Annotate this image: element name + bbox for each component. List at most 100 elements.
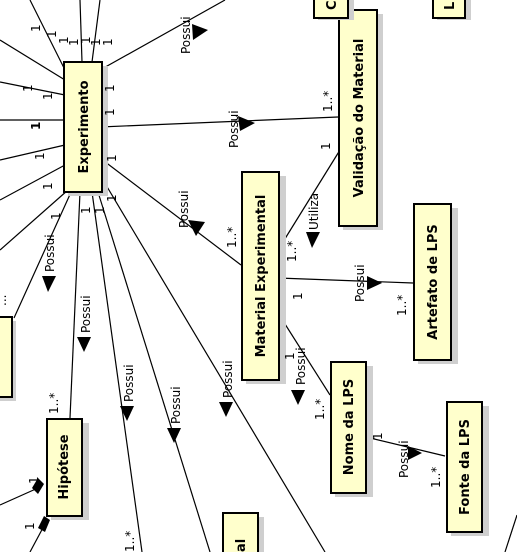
- edge-exp-up-1: [79, 0, 83, 63]
- mult-many-validacao: 1..*: [321, 91, 335, 112]
- label-possui-exp-left: Possui: [43, 234, 57, 272]
- arrow-icon: [367, 276, 382, 290]
- class-hipotese-label: Hipótese: [57, 434, 72, 499]
- edge-exp-left-6: [0, 164, 66, 201]
- mult-1-validacao: 1: [319, 142, 333, 150]
- label-possui-exp-topright: Possui: [179, 16, 193, 54]
- mult-1: 1: [29, 24, 43, 32]
- mult-1: 1: [45, 30, 59, 38]
- edge-exp-bottom-3: [99, 174, 326, 552]
- edge-exp-left-class: [13, 189, 73, 319]
- label-possui-nome-fonte: Possui: [397, 440, 411, 478]
- composition-diamond-1: [32, 478, 44, 494]
- edge-exp-left-2: [0, 39, 66, 81]
- arrow-icon: [188, 220, 205, 236]
- multiplicities: 1 1 1 1 1 1 1 1 1 1 1 1 1 1 1 1 1 1 1 1.…: [0, 24, 443, 552]
- mult-1: 1: [103, 108, 117, 116]
- class-artefato-lps[interactable]: Artefato de LPS: [413, 203, 458, 364]
- class-fonte-lps[interactable]: Fonte da LPS: [446, 401, 489, 536]
- class-partial-top-c[interactable]: C: [313, 0, 354, 20]
- arrow-icon: [408, 446, 422, 460]
- edge-exp-bottom-1: [91, 191, 143, 552]
- edge-exp-bottom-2: [97, 191, 211, 552]
- class-partial-bottom[interactable]: al: [222, 512, 264, 552]
- class-validacao-material[interactable]: Validação do Material: [338, 9, 383, 230]
- mult-1: 1: [79, 36, 93, 44]
- mult-1: 1: [41, 182, 55, 190]
- mult-1: 1: [93, 206, 107, 214]
- mult-many-nome: 1..*: [313, 399, 327, 420]
- label-possui-exp-bottom-2: Possui: [169, 386, 183, 424]
- mult-1: 1: [89, 38, 103, 46]
- edge-bottom-right: [504, 514, 517, 552]
- class-partial-left[interactable]: [0, 316, 16, 401]
- label-possui-exp-bottom-3: Possui: [221, 360, 235, 398]
- mult-1-hipotese-2: 1: [23, 522, 37, 530]
- class-partial-top-l-label: L: [443, 2, 458, 10]
- association-labels: Possui Possui Possui Utiliza Possui Poss…: [43, 16, 411, 478]
- arrow-icon: [42, 276, 56, 292]
- edge-exp-left-5: [0, 144, 66, 161]
- arrow-icon: [306, 232, 320, 248]
- arrow-icon: [77, 337, 91, 352]
- edge-material-nome: [277, 312, 331, 396]
- edge-exp-validacao: [99, 116, 339, 128]
- class-fonte-label: Fonte da LPS: [458, 419, 473, 515]
- mult-1-material-artefato: 1: [291, 292, 305, 300]
- mult-1-material-nome: 1: [283, 352, 297, 360]
- class-validacao-label: Validação do Material: [352, 39, 367, 198]
- arrow-icon: [238, 116, 255, 131]
- mult-1: 1: [41, 92, 55, 100]
- mult-1: 1: [105, 194, 119, 202]
- label-utiliza: Utiliza: [307, 193, 321, 230]
- mult-1: 1: [101, 38, 115, 46]
- label-possui-material-nome: Possui: [294, 347, 308, 385]
- class-hipotese[interactable]: Hipótese: [46, 418, 89, 520]
- edge-exp-left-3: [0, 81, 66, 96]
- class-artefato-label: Artefato de LPS: [426, 224, 441, 339]
- class-nome-label: Nome da LPS: [342, 379, 357, 475]
- mult-many-hipotese: 1..*: [47, 393, 61, 414]
- mult-many-fonte: 1..*: [429, 467, 443, 488]
- edge-material-artefato: [277, 277, 414, 284]
- mult-many-material: 1..*: [225, 227, 239, 248]
- mult-1-nome: 1: [371, 432, 385, 440]
- label-possui-material-artefato: Possui: [353, 264, 367, 302]
- label-possui-exp-validacao: Possui: [227, 110, 241, 148]
- label-possui-exp-hipotese: Possui: [79, 295, 93, 333]
- edge-exp-topright: [99, 0, 226, 71]
- edge-exp-left-7: [0, 189, 69, 251]
- mult-1: 1: [67, 38, 81, 46]
- mult-1: 1: [103, 84, 117, 92]
- class-partial-top-c-label: C: [325, 0, 340, 10]
- arrow-icon: [291, 390, 305, 405]
- edge-exp-left-1: [29, 0, 66, 71]
- class-material-experimental[interactable]: Material Experimental: [241, 171, 286, 384]
- class-experimento[interactable]: Experimento: [63, 61, 108, 196]
- class-nome-lps[interactable]: Nome da LPS: [330, 361, 373, 497]
- mult-many-artefato: 1..*: [395, 295, 409, 316]
- edge-nome-fonte: [365, 436, 446, 457]
- direction-arrows: [42, 24, 422, 460]
- mult-1: 1: [49, 212, 63, 220]
- mult-1: 1: [105, 154, 119, 162]
- arrow-icon: [219, 402, 233, 417]
- arrow-icon: [192, 24, 208, 40]
- mult-1: 1: [29, 122, 43, 130]
- label-possui-exp-bottom-1: Possui: [122, 364, 136, 402]
- composition-diamond-2: [38, 516, 50, 532]
- arrow-icon: [120, 406, 134, 421]
- edge-exp-material: [99, 157, 242, 266]
- edge-hipotese-left-1: [0, 487, 39, 506]
- edge-exp-hipotese: [69, 191, 81, 419]
- class-partial-top-l[interactable]: L: [432, 0, 471, 20]
- label-possui-exp-material: Possui: [177, 190, 191, 228]
- mult-dots-left: ...: [0, 295, 9, 306]
- mult-1: 1: [79, 206, 93, 214]
- class-partial-bottom-label: al: [234, 539, 249, 552]
- mult-1: 1: [21, 84, 35, 92]
- edge-material-validacao: [277, 149, 341, 251]
- mult-1-hipotese: 1: [27, 476, 41, 484]
- class-experimento-label: Experimento: [77, 80, 92, 173]
